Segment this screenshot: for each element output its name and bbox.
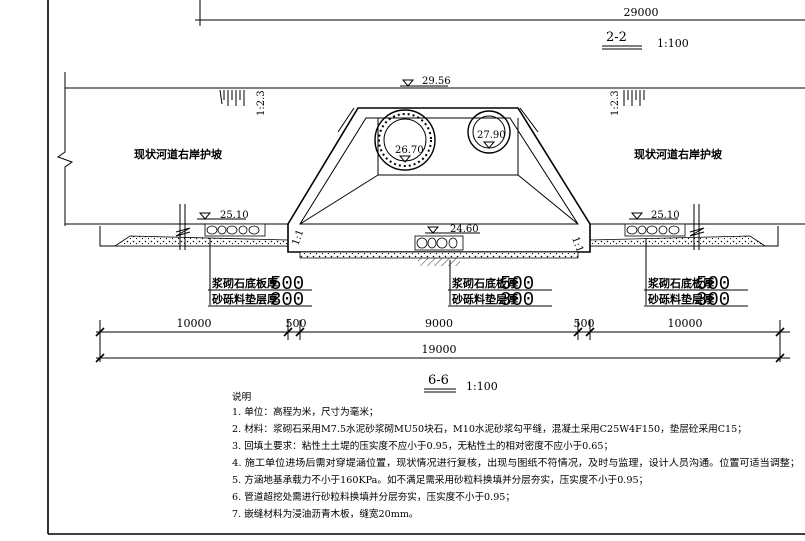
pipe-small: 27.90 [467,110,511,154]
note-3: 3. 回填土要求：粘性土土堤的压实度不应小于0.95，无粘性土的相对密度不应小于… [232,440,613,452]
svg-text:300: 300 [696,289,730,311]
culvert-body: 1:1 1:1 24.60 [287,107,591,266]
dim-center: 9000 [425,317,453,330]
section-scale: 1:100 [466,380,498,393]
top-section: 29000 2-2 1:100 [195,0,805,50]
notes-title: 说明 [232,391,251,403]
svg-text:500: 500 [270,273,304,295]
section-6-6: 29.56 1:2.3 1:2.3 现状河道右岸护坡 现状河道右岸护坡 [56,72,805,393]
dim-gap-left: 500 [286,317,307,330]
elevation-top: 29.56 [422,76,451,87]
slope-ratio-left: 1:1 [290,228,306,247]
dim-gap-right: 500 [574,317,595,330]
notes: 说明 1. 单位：高程为米，尺寸为毫米； 2. 材料：浆砌石采用M7.5水泥砂浆… [232,391,800,520]
slope-indicator-right: 1:2.3 [610,90,645,116]
note-1: 1. 单位：高程为米，尺寸为毫米； [232,406,379,418]
svg-text:砂砾料垫层厚: 砂砾料垫层厚 [648,292,714,306]
svg-text:浆砌石底板厚: 浆砌石底板厚 [452,276,518,290]
section-id: 6-6 [428,373,449,388]
right-bank-foundation: 25.10 [589,204,779,250]
elevation-marker-top [401,79,415,87]
top-dim-total: 29000 [624,6,659,19]
svg-text:300: 300 [500,289,534,311]
layer-callout-left: 浆砌石底板厚 500 砂砾料垫层厚 300 [208,238,312,311]
dimension-row: 10000 500 9000 500 10000 19000 [95,317,790,363]
svg-text:300: 300 [270,289,304,311]
dim-left: 10000 [177,317,212,330]
bank-label-left: 现状河道右岸护坡 [134,147,223,161]
svg-text:浆砌石底板厚: 浆砌石底板厚 [212,276,278,290]
layer-callout-center: 浆砌石底板厚 500 砂砾料垫层厚 300 [448,260,552,311]
dim-total: 19000 [422,343,457,356]
drawing-frame [47,0,805,535]
elevation-pipe-large: 26.70 [395,145,424,156]
bank-label-right: 现状河道右岸护坡 [634,147,723,161]
elevation-pipe-small: 27.90 [477,130,506,141]
slope-ratio-right: 1:1 [569,235,585,254]
elevation-right-bank: 25.10 [651,210,680,221]
top-section-scale: 1:100 [657,37,689,50]
svg-text:浆砌石底板厚: 浆砌石底板厚 [648,276,714,290]
slope-right-label: 1:2.3 [610,90,621,116]
left-bank-foundation: 25.10 [99,204,289,250]
dim-right: 10000 [668,317,703,330]
top-section-id: 2-2 [606,30,627,45]
svg-text:500: 500 [500,273,534,295]
note-6: 6. 管道超挖处需进行砂粒料换填并分层夯实，压实度不小于0.95； [232,491,515,503]
svg-text:500: 500 [696,273,730,295]
note-2: 2. 材料：浆砌石采用M7.5水泥砂浆砌MU50块石，M10水泥砂浆勾平缝，混凝… [232,423,747,435]
note-4: 4. 施工单位进场后需对穿堤涵位置，现状情况进行复核，出现与图纸不符情况，及时与… [232,457,800,469]
elevation-channel: 24.60 [450,224,479,235]
elevation-left-bank: 25.10 [220,210,249,221]
pipe-large: 26.70 [374,109,436,171]
note-7: 7. 嵌缝材料为浸油沥青木板，缝宽20mm。 [232,508,419,520]
svg-text:砂砾料垫层厚: 砂砾料垫层厚 [212,292,278,306]
note-5: 5. 方涵地基承载力不小于160KPa。如不满足需采用砂粒料换填并分层夯实，压实… [232,474,648,486]
svg-text:砂砾料垫层厚: 砂砾料垫层厚 [452,292,518,306]
slope-indicator-left: 1:2.3 [219,89,267,116]
layer-callout-right: 浆砌石底板厚 500 砂砾料垫层厚 300 [644,238,748,311]
slope-left-label: 1:2.3 [256,90,267,116]
